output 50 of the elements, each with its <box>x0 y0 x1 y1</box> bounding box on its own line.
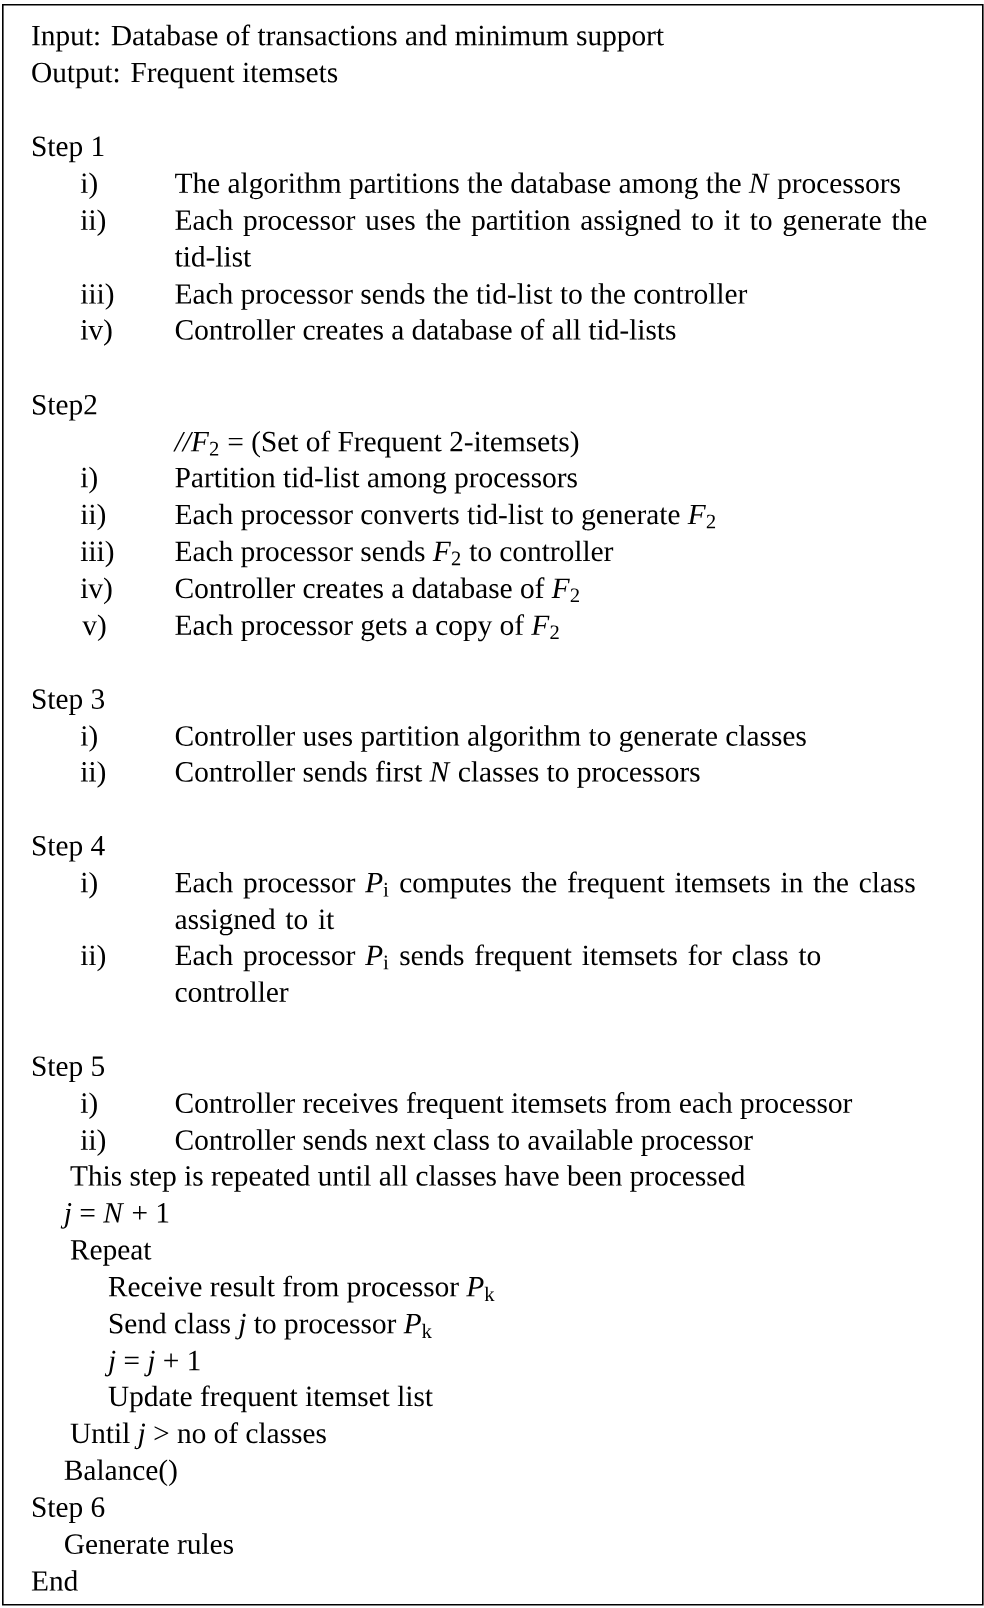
step-heading: Step 3 <box>33 689 105 715</box>
algorithm-line: Each processor sends F$_{2}$ to controller <box>175 540 614 568</box>
algorithm-line: Balance() <box>64 1459 177 1487</box>
algorithm-line: Input: Database of transactions and minimum support <box>32 24 664 52</box>
item-number: ii) <box>80 503 106 531</box>
algorithm-line: Each processor gets a copy of F$_{2}$ <box>175 614 559 642</box>
algorithm-line: Each processor sends the tid-list to the controller <box>175 283 748 310</box>
step-heading: Step 6 <box>33 1497 105 1524</box>
algorithm-line: Controller sends first N classes to processors <box>175 760 700 788</box>
algorithm-line: Generate rules <box>65 1533 233 1554</box>
algorithm-line: j = N + 1 <box>60 1203 169 1229</box>
algorithm-line: Partition tid-list among processors <box>175 466 577 494</box>
algorithm-line: The algorithm partitions the database among the N processors <box>175 172 900 200</box>
step-heading: End <box>31 1570 78 1591</box>
item-number: i) <box>80 1092 97 1119</box>
step-heading: Step 1 <box>33 136 104 163</box>
item-number: ii) <box>80 944 106 972</box>
algorithm-line: Controller creates a database of F$_{2}$ <box>175 577 579 603</box>
algorithm-line: //F$_{2}$ = (Set of Frequent 2-itemsets) <box>173 430 579 458</box>
item-number: ii) <box>80 1129 106 1156</box>
item-number: i) <box>80 725 97 752</box>
algorithm-line: Each processor P$_{i}$ sends frequent itemsets for class to controller <box>175 944 821 1002</box>
item-number: iii) <box>80 540 114 568</box>
algorithm-line: Each processor converts tid-list to generate F$_{2}$ <box>175 503 716 531</box>
algorithm-line: This step is repeated until all classes have been processed <box>70 1165 745 1192</box>
step-heading: Step 5 <box>33 1056 105 1083</box>
item-number: ii) <box>80 761 106 788</box>
item-number: iv) <box>80 319 112 346</box>
algorithm-line: Each processor uses the partition assigned to it to generate the tid-list <box>174 209 927 267</box>
algorithm-line: Update frequent itemset list <box>108 1385 433 1413</box>
algorithm-line: Controller uses partition algorithm to generate classes <box>175 725 806 752</box>
algorithm-line: Receive result from processor P$_{k}$ <box>108 1275 495 1303</box>
item-number: iii) <box>80 283 114 310</box>
algorithm-box <box>2 4 984 1606</box>
algorithm-line: Repeat <box>70 1240 152 1266</box>
algorithm-line: Controller sends next class to available processor <box>175 1129 753 1156</box>
algorithm-line: Send class j to processor P$_{k}$ <box>109 1312 432 1340</box>
item-number: ii) <box>80 209 106 237</box>
item-number: i) <box>80 871 97 899</box>
algorithm-line: j = j + 1 <box>104 1350 200 1377</box>
algorithm-line: Controller creates a database of all tid-lists <box>175 318 676 340</box>
algorithm-line: Controller receives frequent itemsets from each processor <box>175 1092 853 1119</box>
step-heading: Step2 <box>33 394 97 421</box>
step-heading: Step 4 <box>33 835 105 862</box>
algorithm-line: Output: Frequent itemsets <box>32 62 338 89</box>
algorithm-line: Until j > no of classes <box>70 1422 326 1450</box>
item-number: i) <box>80 466 97 494</box>
item-number: i) <box>80 172 97 200</box>
item-number: iv) <box>80 577 112 605</box>
item-number: v) <box>82 614 106 642</box>
